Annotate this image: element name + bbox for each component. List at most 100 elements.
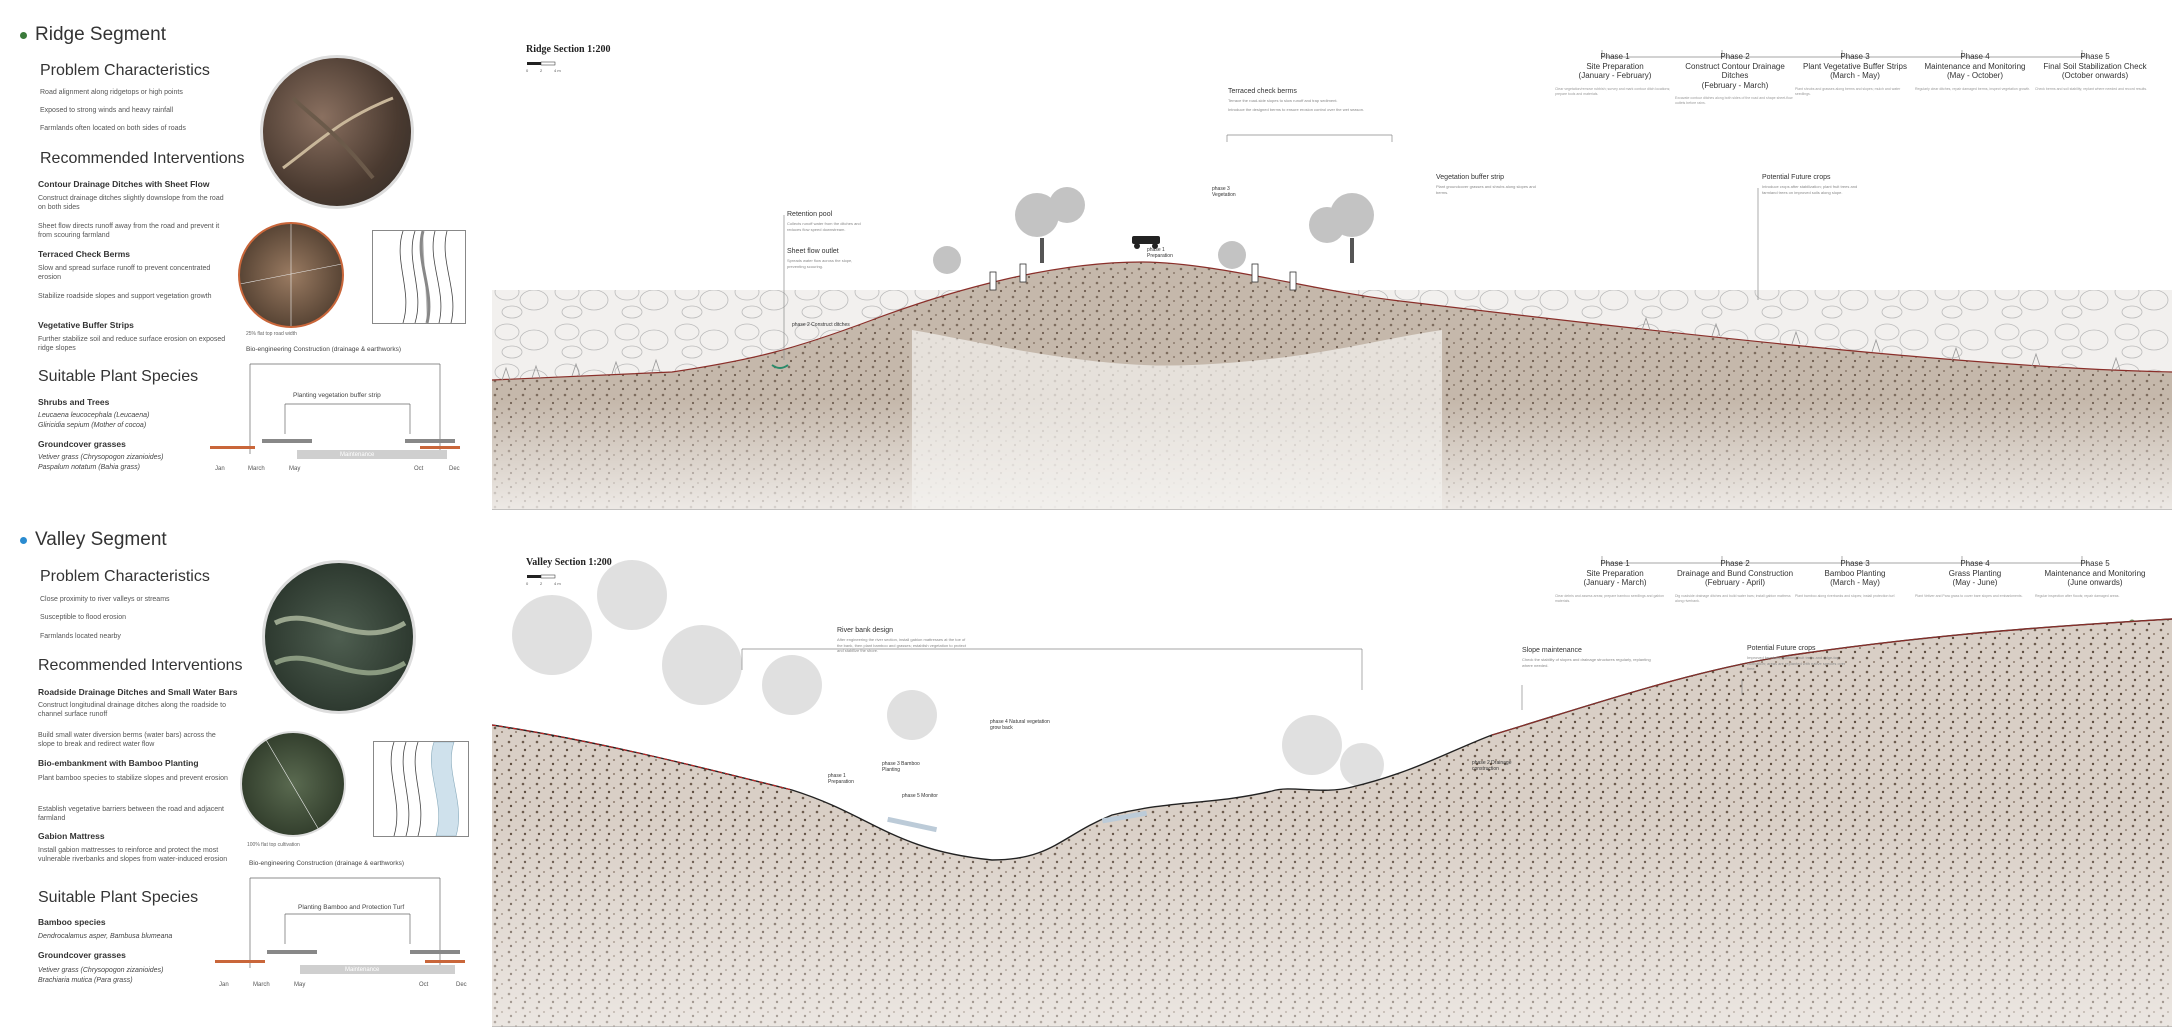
ridge-title-text: Ridge Segment xyxy=(35,24,166,45)
ridge-phase-2-task: Construct Contour Drainage Ditches xyxy=(1685,61,1785,81)
valley-ann-riverbank: River bank design After engineering the … xyxy=(837,627,967,654)
ridge-int-2-desc-2: Stabilize roadside slopes and support ve… xyxy=(38,293,212,300)
valley-phase-3-desc: Plant bamboo along riverbanks and slopes… xyxy=(1795,593,1896,598)
valley-terrace-lines-icon xyxy=(273,615,407,676)
ridge-ann-pool: Retention pool Collects runoff water fro… xyxy=(787,211,867,232)
ridge-ann-phase3: phase 3 Vegetation xyxy=(1212,186,1236,198)
valley-species-heading: Suitable Plant Species xyxy=(38,889,199,906)
ridge-phase-4-period: (May - October) xyxy=(1946,71,2003,81)
ridge-ann-buffer-title: Vegetation buffer strip xyxy=(1436,174,1504,181)
valley-ann-phase1: phase 1 Preparation xyxy=(828,773,854,785)
valley-timeline-inner: Planting Bamboo and Protection Turf xyxy=(298,904,405,911)
valley-phase-5-task: Maintenance and Monitoring xyxy=(2044,568,2146,578)
valley-photo-caption: 100% flat top cultivation xyxy=(247,842,300,848)
valley-problem-heading: Problem Characteristics xyxy=(40,568,210,585)
valley-scale-0: 0 xyxy=(526,581,529,586)
ridge-timeline-title: Bio-engineering Construction (drainage &… xyxy=(246,346,401,353)
valley-ann-riverbank-desc: After engineering the river section, ins… xyxy=(837,637,966,654)
ridge-ann-pool-desc: Collects runoff water from the ditches a… xyxy=(787,221,861,232)
ridge-photo-caption: 25% flat top road width xyxy=(246,331,297,337)
valley-month-may: May xyxy=(294,982,306,988)
ridge-species-2b: Paspalum notatum (Bahia grass) xyxy=(38,464,140,471)
valley-aerial-photo xyxy=(262,560,416,714)
ridge-timeline-inner: Planting vegetation buffer strip xyxy=(293,392,381,399)
ridge-phase-2-desc: Excavate contour ditches along both side… xyxy=(1675,96,1793,106)
ridge-ann-phase1: phase 1 Preparation xyxy=(1147,247,1173,259)
ridge-dot-icon xyxy=(20,31,27,39)
ridge-month-march: March xyxy=(248,466,265,472)
valley-detail-photo xyxy=(240,731,346,837)
valley-phase-3-task: Bamboo Planting xyxy=(1824,568,1886,578)
ridge-phase-1-desc: Clear vegetation/remove rubbish; survey … xyxy=(1555,86,1671,96)
ridge-ann-outlet-title: Sheet flow outlet xyxy=(787,248,839,255)
ridge-phase-4-task: Maintenance and Monitoring xyxy=(1924,61,2026,71)
ridge-phase-4-name: Phase 4 xyxy=(1960,52,1990,61)
valley-problem-2: Susceptible to flood erosion xyxy=(40,614,126,621)
valley-phase-1-name: Phase 1 xyxy=(1600,559,1630,568)
valley-phase-5: Phase 5 Maintenance and Monitoring (June… xyxy=(2035,559,2155,599)
valley-contour-diagram xyxy=(373,741,469,837)
valley-dot-icon xyxy=(20,536,27,544)
valley-phase-2-task: Drainage and Bund Construction xyxy=(1676,568,1794,578)
valley-phase-3: Phase 3 Bamboo Planting (March - May) Pl… xyxy=(1795,559,1915,599)
ridge-section-label: Ridge Section 1:200 xyxy=(526,44,611,55)
valley-int-2-title: Bio-embankment with Bamboo Planting xyxy=(38,758,199,768)
valley-phase-4-desc: Plant Vetiver and Para grass to cover ba… xyxy=(1915,593,2023,598)
ridge-problem-3: Farmlands often located on both sides of… xyxy=(40,125,186,132)
valley-int-3-desc-1: Install gabion mattresses to reinforce a… xyxy=(38,847,228,864)
valley-ann-slope: Slope maintenance Check the stability of… xyxy=(1522,647,1652,668)
valley-problem-1: Close proximity to river valleys or stre… xyxy=(40,596,170,603)
valley-section: Valley Section 1:200 0 2 4 m Phase 1 Sit… xyxy=(492,515,2172,1027)
valley-phase-2-name: Phase 2 xyxy=(1720,559,1750,568)
ridge-panel: Ridge Segment Problem Characteristics Ro… xyxy=(0,0,490,510)
ridge-problem-heading: Problem Characteristics xyxy=(40,62,210,79)
valley-phase-1: Phase 1 Site Preparation (January - Marc… xyxy=(1555,559,1675,604)
ridge-ann-crops: Potential Future crops Introduce crops a… xyxy=(1762,174,1872,195)
valley-phase-4: Phase 4 Grass Planting (May - June) Plan… xyxy=(1915,559,2035,599)
ridge-ann-berms-desc-1: Terrace the road-side slopes to slow run… xyxy=(1228,98,1338,103)
ridge-ann-berms-title: Terraced check berms xyxy=(1228,88,1297,95)
ridge-species-1b: Gliricidia sepium (Mother of cocoa) xyxy=(38,422,147,429)
valley-section-drawing xyxy=(492,556,2172,1027)
ridge-crosshair-icon xyxy=(240,224,342,326)
valley-title-text: Valley Segment xyxy=(35,529,167,550)
valley-crosshair-icon xyxy=(261,733,323,835)
ridge-int-1-desc-2: Sheet flow directs runoff away from the … xyxy=(38,223,220,240)
valley-interventions-heading: Recommended Interventions xyxy=(38,657,243,674)
valley-phase-2: Phase 2 Drainage and Bund Construction (… xyxy=(1675,559,1795,604)
ridge-int-3-title: Vegetative Buffer Strips xyxy=(38,320,134,330)
ridge-species-heading: Suitable Plant Species xyxy=(38,368,199,385)
valley-ann-slope-title: Slope maintenance xyxy=(1522,647,1582,654)
ridge-ann-buffer: Vegetation buffer strip Plant groundcove… xyxy=(1436,174,1546,195)
valley-phase-2-period: (February - April) xyxy=(1704,578,1765,588)
valley-phase-5-period: (June onwards) xyxy=(2067,578,2123,588)
valley-month-dec: Dec xyxy=(456,982,467,988)
valley-int-1-title: Roadside Drainage Ditches and Small Wate… xyxy=(38,687,238,697)
ridge-phase-5-desc: Check berms and soil stability; replant … xyxy=(2035,86,2148,91)
ridge-ann-crops-title: Potential Future crops xyxy=(1762,174,1831,181)
ridge-species-2a: Vetiver grass (Chrysopogon zizanioides) xyxy=(38,454,164,461)
valley-timeline-bar-label: Maintenance xyxy=(345,967,380,973)
ridge-phase-3: Phase 3 Plant Vegetative Buffer Strips (… xyxy=(1795,52,1915,97)
valley-phase-1-task: Site Preparation xyxy=(1586,568,1644,578)
ridge-scale-0: 0 xyxy=(526,68,529,73)
ridge-month-jan: Jan xyxy=(215,466,225,472)
ridge-road-line-icon xyxy=(282,96,394,180)
valley-problem-3: Farmlands located nearby xyxy=(40,633,121,640)
valley-ann-phase2: phase 2 Drainage construction xyxy=(1472,760,1512,772)
valley-ann-phase4: phase 4 Natural vegetation grow back xyxy=(990,719,1050,731)
ridge-contour-diagram xyxy=(372,230,466,324)
ridge-phase-4: Phase 4 Maintenance and Monitoring (May … xyxy=(1915,52,2035,92)
valley-scale-4: 4 m xyxy=(554,581,561,586)
ridge-detail-photo xyxy=(238,222,344,328)
ridge-scale-2: 2 xyxy=(540,68,543,73)
valley-species-1a: Dendrocalamus asper, Bambusa blumeana xyxy=(38,933,173,940)
valley-ann-crops: Potential Future crops Improved farmland… xyxy=(1747,645,1847,672)
valley-int-2-desc-1: Plant bamboo species to stabilize slopes… xyxy=(38,775,228,782)
ridge-phase-5: Phase 5 Final Soil Stabilization Check (… xyxy=(2035,52,2155,92)
ridge-interventions-heading: Recommended Interventions xyxy=(40,150,245,167)
ridge-month-may: May xyxy=(289,466,301,472)
ridge-phase-1: Phase 1 Site Preparation (January - Febr… xyxy=(1555,52,1675,97)
ridge-phase-2: Phase 2 Construct Contour Drainage Ditch… xyxy=(1675,52,1795,106)
ridge-int-2-title: Terraced Check Berms xyxy=(38,249,130,259)
